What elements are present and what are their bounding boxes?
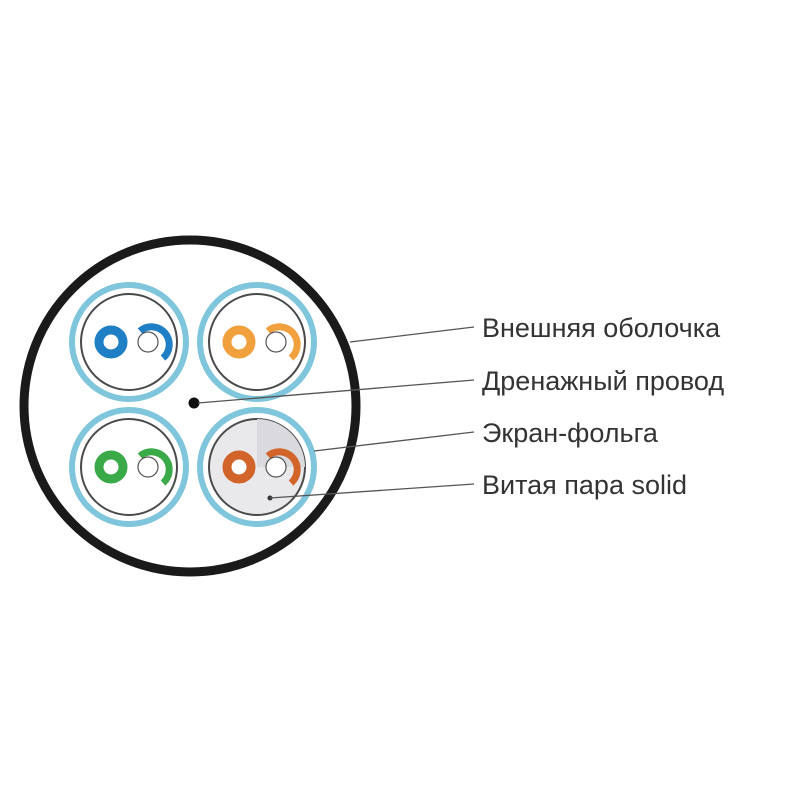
leader-line-foil-shield (313, 431, 475, 452)
label-twisted-pair: Витая пара solid (482, 470, 687, 500)
leader-line-outer-jacket (349, 326, 475, 343)
leader-line-twisted-pair (269, 483, 475, 499)
wire-striped-brown (265, 448, 301, 486)
twisted-pair-blue (69, 282, 189, 402)
wire-striped-green (137, 448, 173, 486)
twisted-pair-green (69, 407, 189, 527)
wire-solid-brown (222, 450, 256, 484)
wire-solid-orange (222, 325, 256, 359)
wire-conductor (137, 331, 159, 353)
pair-inner-ring (80, 418, 178, 516)
wire-striped-blue (137, 323, 173, 361)
label-outer-jacket: Внешняя оболочка (482, 313, 721, 343)
label-foil-shield: Экран-фольга (482, 418, 658, 448)
wire-striped-orange (265, 323, 301, 361)
wire-solid-blue (94, 325, 128, 359)
pair-inner-ring (80, 293, 178, 391)
wire-conductor (265, 456, 287, 478)
wire-conductor (137, 456, 159, 478)
pair-inner-ring (208, 293, 306, 391)
leader-line-drain-wire (197, 379, 475, 404)
wire-conductor (265, 331, 287, 353)
wire-solid-green (94, 450, 128, 484)
twisted-pair-brown (197, 407, 317, 527)
twisted-pair-orange (197, 282, 317, 402)
drain-wire (188, 397, 200, 409)
label-drain-wire: Дренажный провод (482, 366, 725, 396)
